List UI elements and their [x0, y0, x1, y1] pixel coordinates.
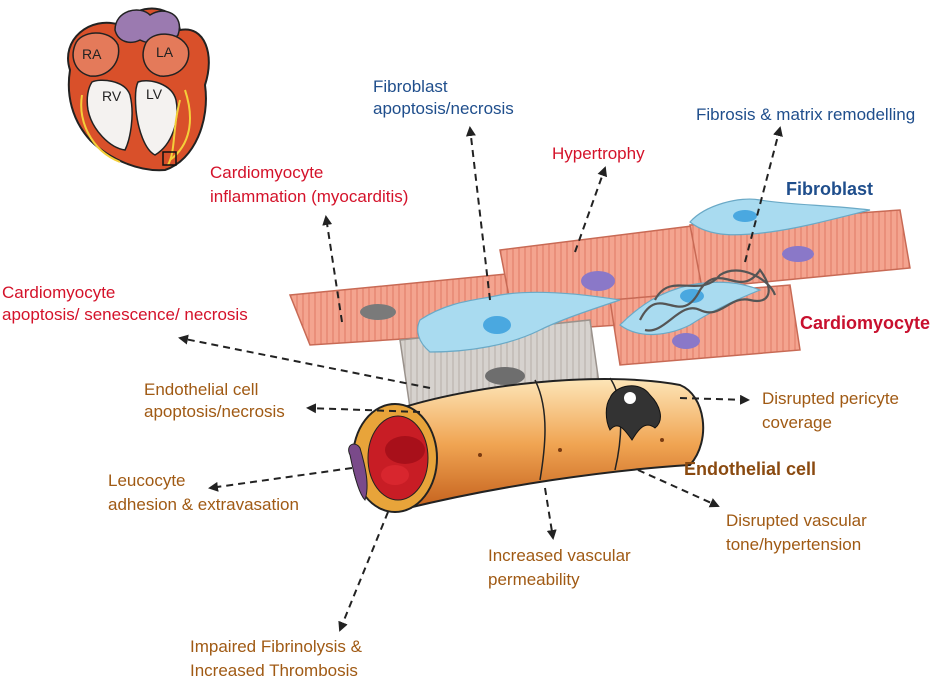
- effect-pericyte-line1: Disrupted pericyte: [762, 389, 900, 408]
- pericyte: [605, 385, 661, 441]
- fibroblast-nucleus: [733, 210, 757, 222]
- heart-label-ra: RA: [82, 46, 102, 62]
- effect-vascular-tone-line2: tone/hypertension: [726, 535, 862, 554]
- vessel-tube: [393, 378, 705, 512]
- pericyte-nucleus: [624, 392, 636, 404]
- right-ventricle: [86, 79, 133, 151]
- arrow-thrombosis: [338, 511, 389, 632]
- heart-schematic: [67, 7, 210, 172]
- zoom-box: [162, 151, 177, 166]
- effect-permeability-line2: permeability: [488, 570, 580, 589]
- arrow-vascular-tone: [637, 469, 720, 508]
- collagen-fibres: [639, 268, 777, 332]
- cardiomyocyte-title: Cardiomyocyte: [800, 313, 931, 333]
- effect-ec-apoptosis-line1: Endothelial cell: [144, 380, 259, 399]
- fibroblast-title: Fibroblast: [786, 179, 874, 199]
- endothelial-cell-title: Endothelial cell: [684, 459, 817, 479]
- heart-label-rv: RV: [102, 88, 122, 104]
- effect-inflammation-line2: inflammation (myocarditis): [210, 187, 409, 206]
- endothelial-nucleus: [478, 453, 482, 457]
- endothelial-nucleus: [660, 438, 664, 442]
- cardiomyocyte-nucleus: [672, 333, 700, 349]
- effect-cm-apoptosis-line2: apoptosis/ senescence/ necrosis: [2, 305, 248, 324]
- fibroblast-cell-2: [689, 198, 871, 236]
- effect-cm-apoptosis-line1: Cardiomyocyte: [2, 283, 116, 302]
- fibroblasts: [417, 198, 871, 353]
- arrow-fibroblast-apoptosis: [465, 126, 491, 301]
- effect-fibroblast-apoptosis-line2: apoptosis/necrosis: [373, 99, 514, 118]
- fibroblast-nucleus: [483, 316, 511, 334]
- effect-arrows: [178, 126, 783, 632]
- arrow-ec-apoptosis: [306, 403, 421, 414]
- effect-hypertrophy: Hypertrophy: [552, 144, 645, 163]
- arrow-inflammation: [322, 215, 343, 323]
- arrow-permeability: [544, 487, 557, 540]
- red-blood-cell: [381, 465, 409, 485]
- left-atrium: [142, 33, 190, 77]
- arrow-leucocyte: [208, 467, 353, 492]
- cardiomyocyte-nucleus: [581, 271, 615, 291]
- heart-label-la: LA: [156, 44, 174, 60]
- cardiomyocyte-nucleus: [782, 246, 814, 262]
- red-blood-cell: [385, 436, 425, 464]
- effect-pericyte-line2: coverage: [762, 413, 832, 432]
- effect-thrombosis-line2: Increased Thrombosis: [190, 661, 358, 680]
- blood-vessel: [348, 377, 705, 513]
- effect-fibrosis: Fibrosis & matrix remodelling: [696, 105, 916, 124]
- effect-vascular-tone-line1: Disrupted vascular: [726, 511, 867, 530]
- dead-cell-nucleus: [485, 367, 525, 385]
- effect-ec-apoptosis-line2: apoptosis/necrosis: [144, 402, 285, 421]
- effect-leucocyte-line2: adhesion & extravasation: [108, 495, 299, 514]
- arrow-cm-apoptosis: [178, 334, 431, 389]
- endothelial-nucleus: [558, 448, 562, 452]
- left-ventricle: [134, 80, 178, 156]
- effect-thrombosis-line1: Impaired Fibrinolysis &: [190, 637, 362, 656]
- effect-fibroblast-apoptosis-line1: Fibroblast: [373, 77, 448, 96]
- effect-inflammation-line1: Cardiomyocyte: [210, 163, 324, 182]
- heart-label-lv: LV: [146, 86, 163, 102]
- cardiomyocyte-nucleus: [360, 304, 396, 320]
- fibroblast-cell-1: [417, 291, 621, 353]
- leucocyte: [348, 443, 368, 501]
- arrow-hypertrophy: [574, 166, 608, 253]
- right-atrium: [72, 32, 120, 77]
- effect-permeability-line1: Increased vascular: [488, 546, 631, 565]
- effect-leucocyte-line1: Leucocyte: [108, 471, 186, 490]
